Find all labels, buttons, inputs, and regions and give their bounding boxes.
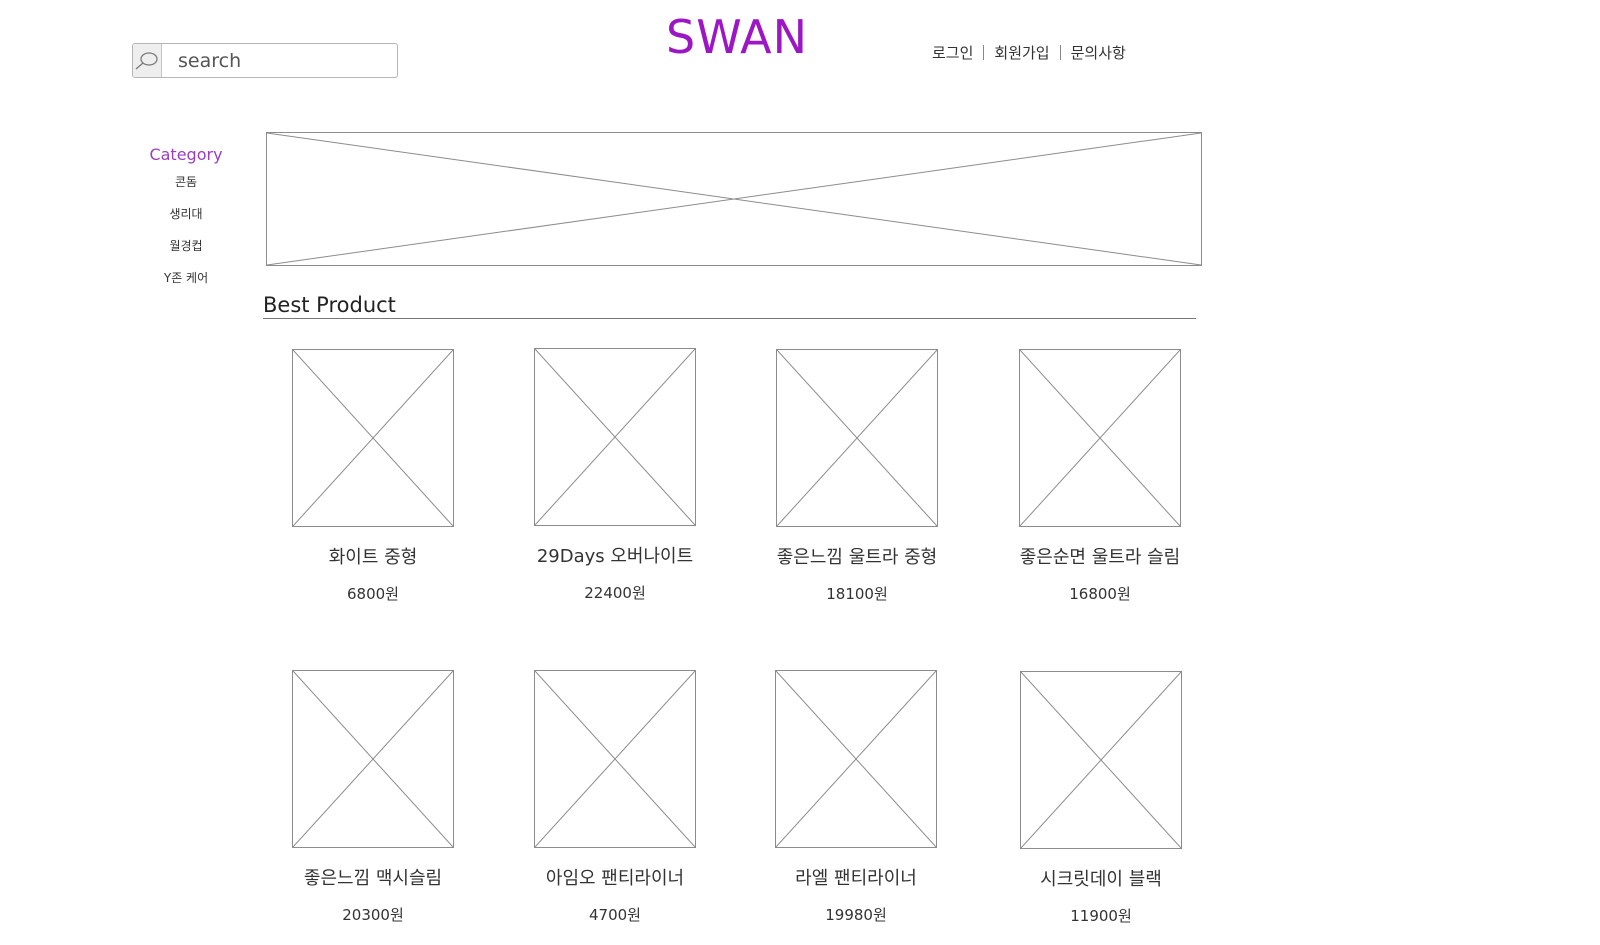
image-placeholder-icon (776, 671, 936, 847)
category-sidebar: Category 콘돔 생리대 월경컵 Y존 케어 (140, 145, 232, 302)
image-placeholder-icon (777, 350, 937, 526)
banner-image-placeholder[interactable] (266, 132, 1202, 266)
product-card[interactable]: 라엘 팬티라이너 19980원 (756, 670, 956, 925)
product-card[interactable]: 29Days 오버나이트 22400원 (515, 348, 715, 603)
product-name[interactable]: 좋은느낌 맥시슬림 (303, 868, 443, 889)
product-card[interactable]: 좋은순면 울트라 슬림 16800원 (1000, 349, 1200, 604)
product-image-placeholder[interactable] (1020, 671, 1182, 849)
top-nav: 로그인 회원가입 문의사항 (932, 42, 1126, 63)
category-item-menstrual-cup[interactable]: 월경컵 (169, 239, 203, 253)
product-image-placeholder[interactable] (534, 348, 696, 526)
image-placeholder-icon (267, 133, 1201, 265)
product-image-placeholder[interactable] (534, 670, 696, 848)
product-image-placeholder[interactable] (292, 670, 454, 848)
category-item-y-zone-care[interactable]: Y존 케어 (163, 271, 209, 285)
search-button[interactable] (133, 44, 162, 77)
product-price: 19980원 (825, 906, 887, 924)
image-placeholder-icon (1020, 350, 1180, 526)
image-placeholder-icon (293, 350, 453, 526)
product-name[interactable]: 시크릿데이 블랙 (1040, 869, 1162, 890)
image-placeholder-icon (1021, 672, 1181, 848)
product-image-placeholder[interactable] (776, 349, 938, 527)
product-card[interactable]: 좋은느낌 맥시슬림 20300원 (273, 670, 473, 925)
product-card[interactable]: 좋은느낌 울트라 중형 18100원 (757, 349, 957, 604)
image-placeholder-icon (535, 349, 695, 525)
category-title: Category (149, 145, 223, 164)
search-input[interactable] (162, 44, 397, 77)
category-item-condom[interactable]: 콘돔 (174, 175, 198, 189)
search-box (132, 43, 398, 78)
product-price: 6800원 (347, 585, 399, 603)
image-placeholder-icon (535, 671, 695, 847)
best-product-title: Best Product (263, 293, 396, 317)
product-image-placeholder[interactable] (292, 349, 454, 527)
nav-divider (983, 45, 985, 60)
product-card[interactable]: 화이트 중형 6800원 (273, 349, 473, 604)
inquiry-link[interactable]: 문의사항 (1070, 44, 1126, 62)
product-price: 22400원 (584, 584, 646, 602)
product-price: 11900원 (1070, 907, 1132, 925)
product-name[interactable]: 좋은순면 울트라 슬림 (1019, 547, 1181, 568)
section-divider (263, 318, 1196, 319)
product-card[interactable]: 시크릿데이 블랙 11900원 (1001, 671, 1201, 926)
login-link[interactable]: 로그인 (932, 44, 974, 62)
product-image-placeholder[interactable] (1019, 349, 1181, 527)
search-icon (135, 51, 158, 69)
product-image-placeholder[interactable] (775, 670, 937, 848)
category-item-sanitary-pad[interactable]: 생리대 (169, 207, 203, 221)
nav-divider (1059, 45, 1061, 60)
product-price: 4700원 (589, 906, 641, 924)
product-name[interactable]: 좋은느낌 울트라 중형 (776, 547, 938, 568)
site-logo[interactable]: SWAN (666, 10, 809, 64)
product-name[interactable]: 화이트 중형 (328, 547, 418, 568)
product-name[interactable]: 아임오 팬티라이너 (545, 868, 685, 889)
product-name[interactable]: 라엘 팬티라이너 (795, 868, 917, 889)
signup-link[interactable]: 회원가입 (994, 44, 1050, 62)
image-placeholder-icon (293, 671, 453, 847)
product-price: 20300원 (342, 906, 404, 924)
product-price: 18100원 (826, 585, 888, 603)
product-name[interactable]: 29Days 오버나이트 (536, 546, 694, 567)
product-price: 16800원 (1069, 585, 1131, 603)
product-card[interactable]: 아임오 팬티라이너 4700원 (515, 670, 715, 925)
